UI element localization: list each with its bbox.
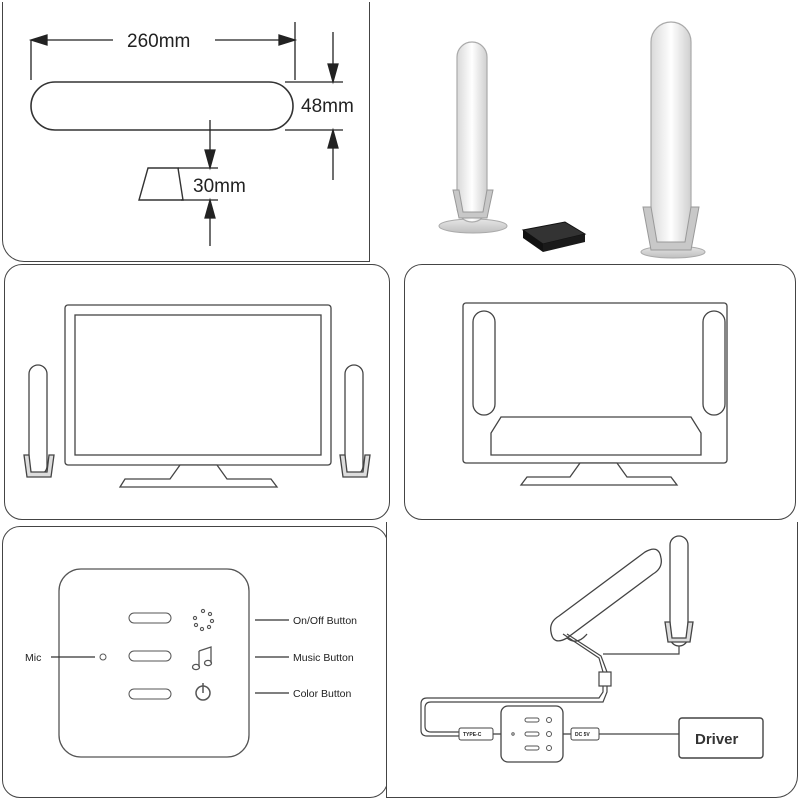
music-label: Music Button bbox=[293, 652, 354, 664]
on-off-button[interactable] bbox=[128, 612, 172, 624]
light-bar-outline bbox=[30, 81, 294, 131]
light-bar-back-left bbox=[472, 310, 496, 416]
wiring-panel: TYPE-C DC 5V Driver bbox=[386, 522, 798, 798]
base-outline bbox=[138, 167, 184, 201]
base-height-label: 30mm bbox=[193, 176, 246, 197]
tilted-light-bar bbox=[550, 548, 662, 642]
mic-hole bbox=[99, 653, 107, 661]
height-label: 48mm bbox=[301, 96, 354, 117]
light-dots-icon bbox=[192, 608, 215, 632]
usb-label: TYPE-C bbox=[463, 732, 482, 738]
driver-box bbox=[678, 717, 764, 759]
tv-illustration bbox=[64, 304, 332, 488]
dimensions-diagram: 260mm 48mm 30mm bbox=[28, 22, 354, 246]
light-bar-back-right bbox=[702, 310, 726, 416]
dimensions-panel: 260mm 48mm 30mm bbox=[2, 2, 370, 262]
product-render bbox=[375, 2, 798, 260]
length-label: 260mm bbox=[127, 31, 190, 52]
color-button[interactable] bbox=[128, 688, 172, 700]
dc-label: DC 5V bbox=[575, 732, 590, 738]
on-off-label: On/Off Button bbox=[293, 615, 357, 627]
color-label: Color Button bbox=[293, 688, 352, 700]
light-bar-right bbox=[640, 21, 706, 259]
driver-label: Driver bbox=[695, 731, 739, 748]
tv-side-panel bbox=[4, 264, 390, 520]
tv-back-panel bbox=[404, 264, 796, 520]
music-button[interactable] bbox=[128, 650, 172, 662]
mic-label: Mic bbox=[25, 652, 41, 664]
music-note-icon bbox=[191, 646, 213, 671]
tv-back-illustration bbox=[462, 302, 728, 486]
light-bar-left-front bbox=[23, 364, 55, 478]
controller-panel: Mic On/Off Button Music Button bbox=[2, 526, 388, 798]
upright-light-bar bbox=[664, 535, 694, 647]
light-bar-right-front bbox=[339, 364, 371, 478]
light-bar-left bbox=[438, 41, 508, 234]
power-icon bbox=[195, 683, 211, 701]
controller-box bbox=[521, 221, 587, 252]
controller-body bbox=[58, 568, 250, 758]
